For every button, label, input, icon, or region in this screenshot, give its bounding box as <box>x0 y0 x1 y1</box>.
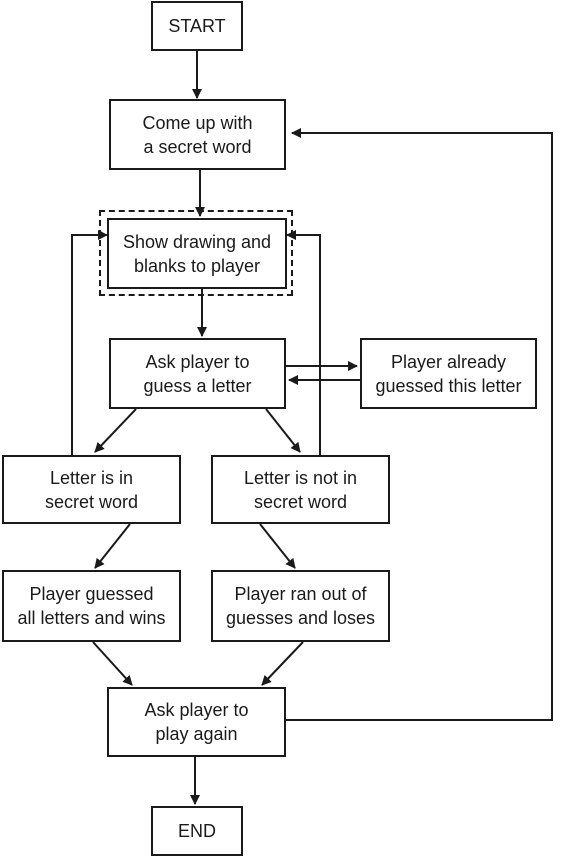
player-loses-label: Player ran out of guesses and loses <box>225 584 376 628</box>
arrow-in-word-to-show <box>71 230 108 455</box>
arrow-wins-to-play-again <box>92 641 133 686</box>
letter-in-word-node: Letter is in secret word <box>2 455 181 524</box>
arrow-in-word-to-wins <box>94 523 131 569</box>
ask-guess-node: Ask player to guess a letter <box>109 338 286 409</box>
end-node: END <box>151 806 243 856</box>
letter-not-in-word-node: Letter is not in secret word <box>211 455 390 524</box>
show-drawing-node: Show drawing and blanks to player <box>107 218 287 289</box>
play-again-node: Ask player to play again <box>107 687 286 757</box>
arrow-loses-to-play-again <box>261 641 304 686</box>
start-label: START <box>168 16 226 36</box>
player-wins-label: Player guessed all letters and wins <box>17 584 166 628</box>
arrow-not-in-word-to-show <box>286 230 321 455</box>
ask-guess-label: Ask player to guess a letter <box>143 351 252 396</box>
arrow-ask-to-not-in-word <box>265 408 301 453</box>
already-guessed-label: Player already guessed this letter <box>375 351 522 396</box>
end-label: END <box>177 821 216 841</box>
letter-not-in-word-label: Letter is not in secret word <box>243 467 358 512</box>
play-again-label: Ask player to play again <box>144 700 249 744</box>
show-drawing-highlight-frame <box>99 210 293 296</box>
arrow-not-in-word-to-loses <box>259 523 296 569</box>
show-drawing-label: Show drawing and blanks to player <box>122 231 272 276</box>
start-node: START <box>151 1 243 51</box>
letter-in-word-label: Letter is in secret word <box>44 467 139 512</box>
player-wins-node: Player guessed all letters and wins <box>2 570 181 642</box>
player-loses-node: Player ran out of guesses and loses <box>211 570 390 642</box>
arrow-play-again-to-secret <box>286 128 553 721</box>
already-guessed-node: Player already guessed this letter <box>360 338 537 409</box>
secret-word-node: Come up with a secret word <box>109 99 286 170</box>
secret-word-label: Come up with a secret word <box>142 112 253 157</box>
arrow-ask-to-in-word <box>94 408 137 453</box>
